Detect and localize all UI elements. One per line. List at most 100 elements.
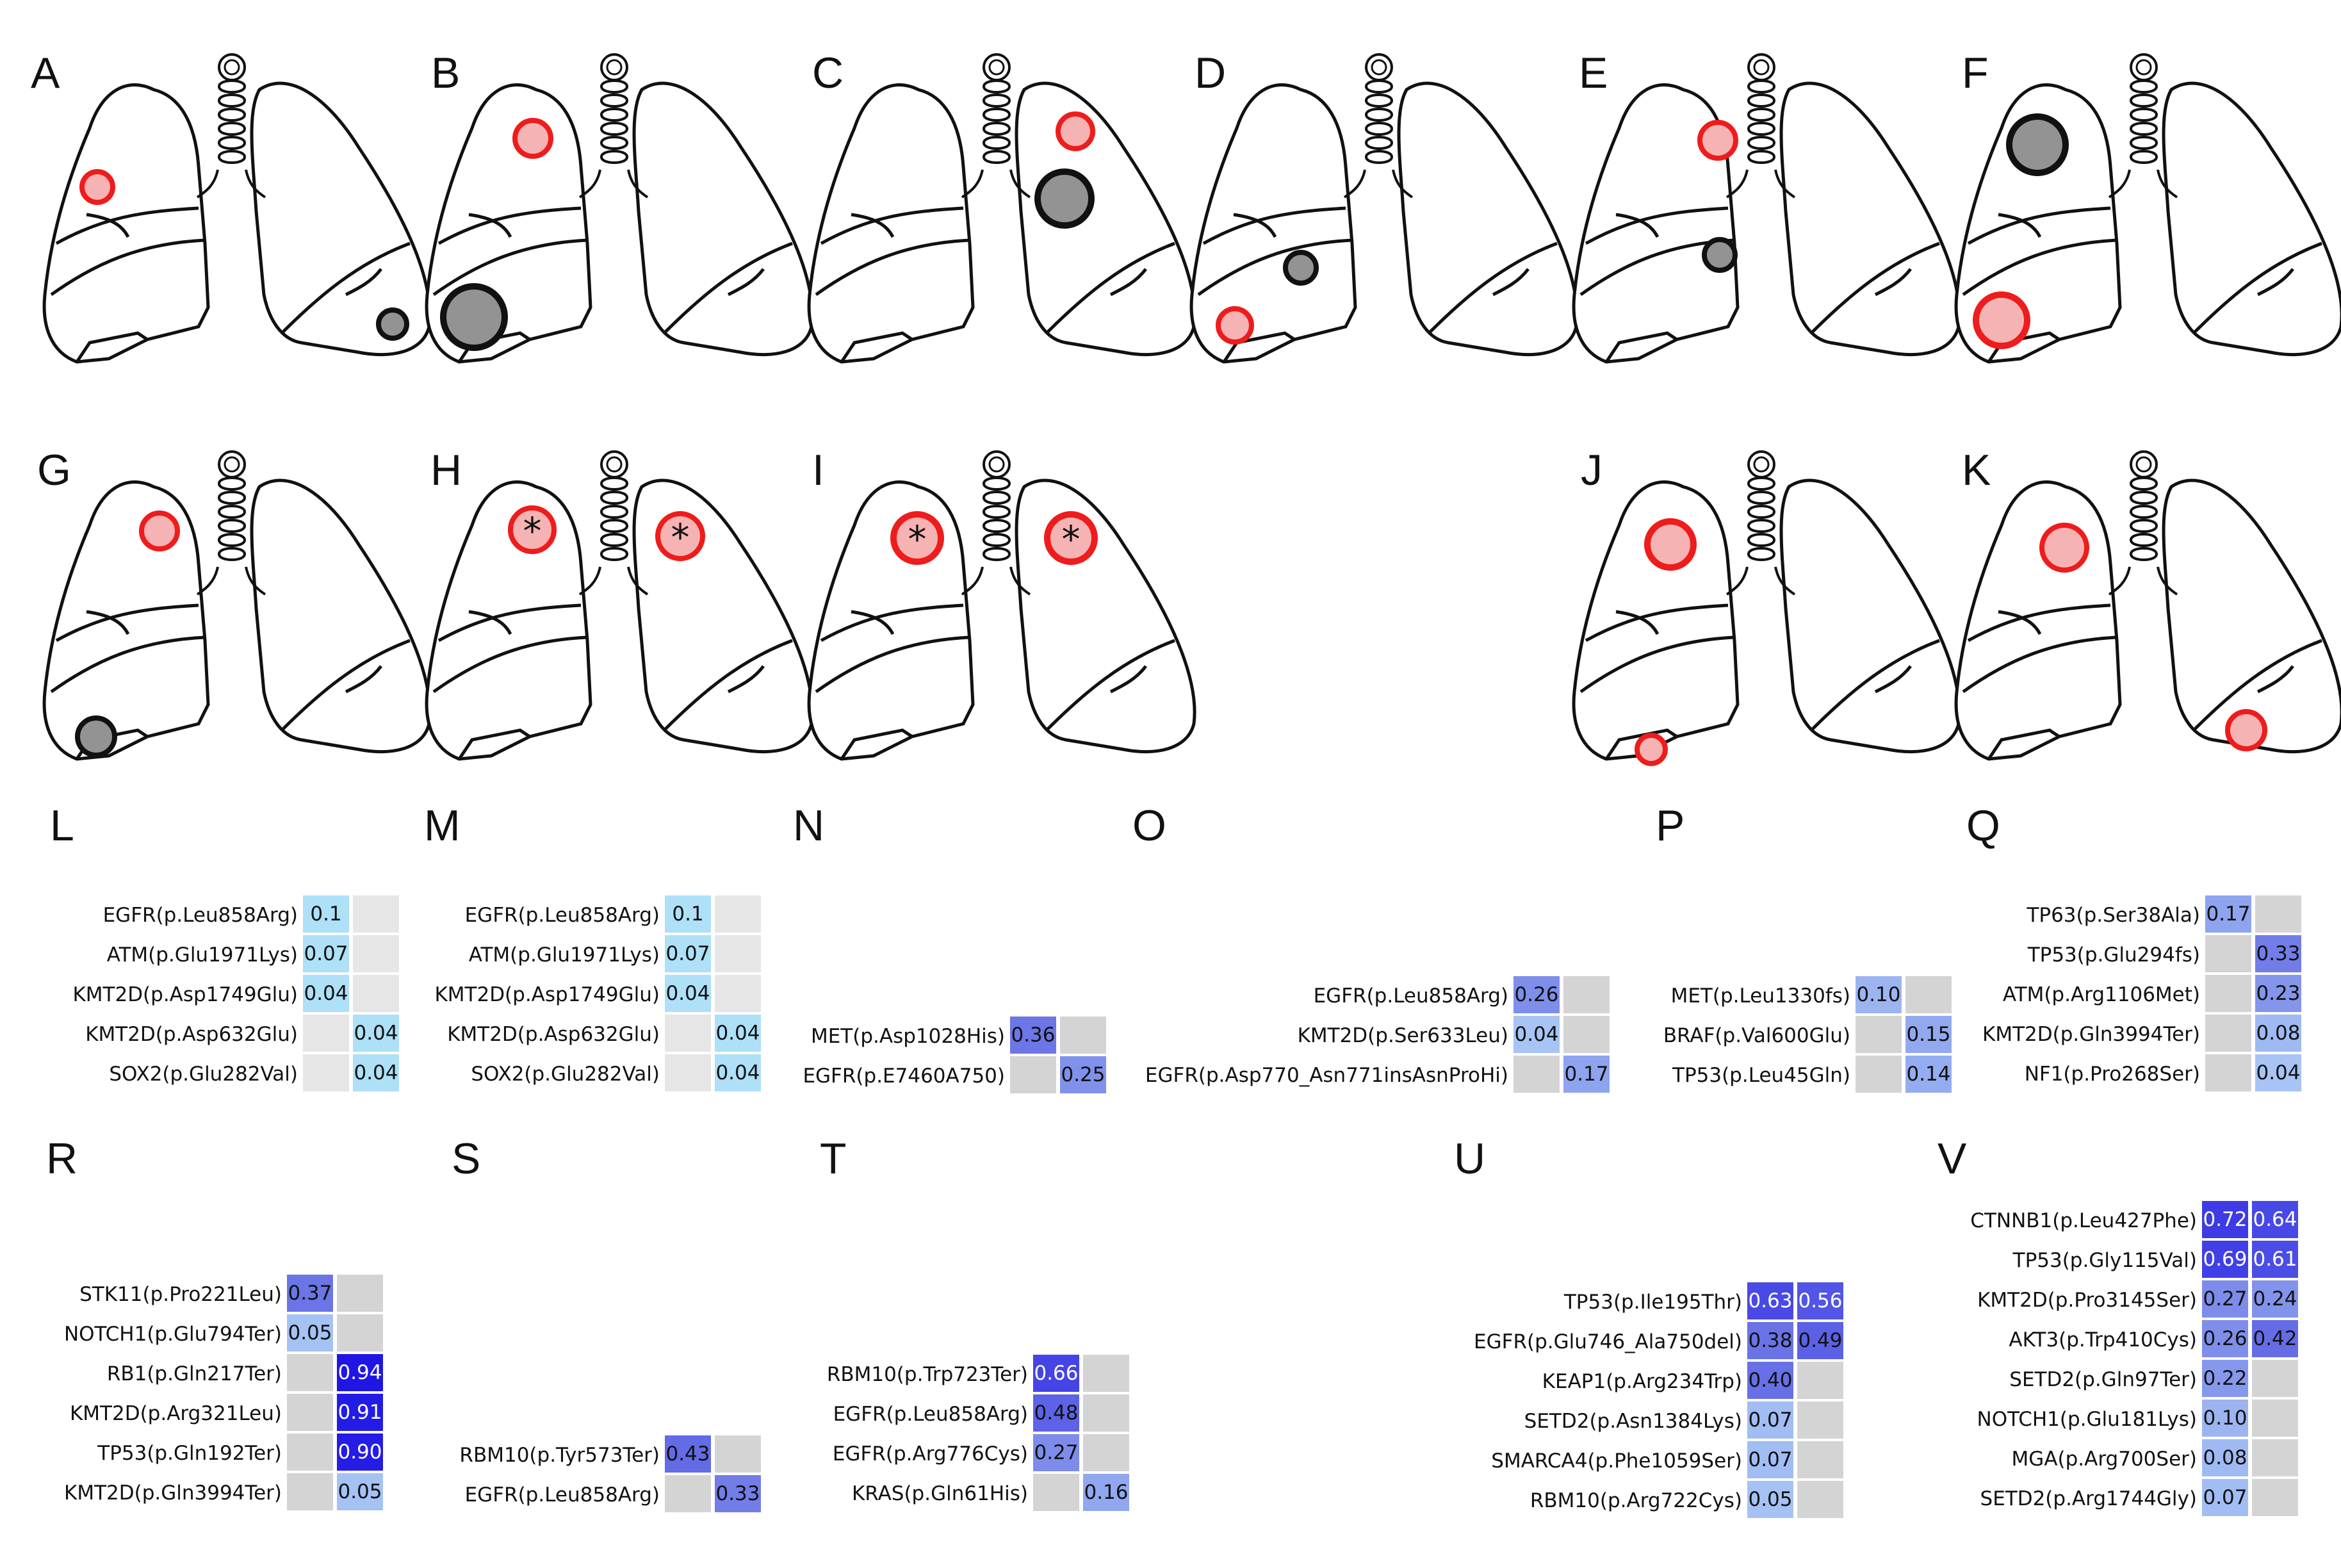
empty-cell	[303, 1054, 349, 1091]
mutation-label: NOTCH1(p.Glu181Lys)	[1977, 1408, 2197, 1431]
red-nodule	[1973, 291, 2030, 349]
empty-cell	[1010, 1056, 1056, 1093]
oblique-fissure-right	[1962, 635, 2117, 694]
heatmap-row: SETD2(p.Gln97Ter)	[0, 1360, 2197, 1400]
oblique-fissure-right	[815, 238, 970, 297]
oblique-fissure-left	[281, 639, 411, 731]
lung-diagrams: ****	[42, 53, 2341, 766]
heatmap-row: EGFR(p.Asp770_Asn771insAsnProHi)	[0, 1056, 1508, 1095]
mutation-label: EGFR(p.E7460A750)	[803, 1065, 1005, 1088]
mutation-label: RBM10(p.Tyr573Ter)	[459, 1444, 660, 1467]
lingula-line	[727, 665, 765, 694]
heatmap-row: KRAS(p.Gln61His)	[0, 1474, 1028, 1514]
trachea	[196, 450, 266, 596]
vaf-cell: 0.38	[1747, 1322, 1793, 1359]
vaf-cell: 0.72	[2202, 1201, 2248, 1238]
vaf-cell: 0.17	[2205, 895, 2251, 933]
panel-label-q: Q	[1966, 801, 2000, 850]
vaf-cell: 0.24	[2252, 1280, 2298, 1318]
mutation-label: KMT2D(p.Asp1749Glu)	[434, 983, 660, 1006]
vaf-cell: 0.25	[1060, 1056, 1106, 1093]
lower-lobe-base	[1604, 331, 1678, 363]
vaf-cell: 0.08	[2255, 1015, 2301, 1052]
red-nodule	[79, 169, 115, 205]
vaf-cell: 0.15	[1905, 1016, 1952, 1053]
horizontal-fissure	[820, 603, 964, 642]
heatmap-row: TP53(p.Gln192Ter)	[0, 1433, 282, 1473]
empty-cell	[1856, 1016, 1902, 1053]
mutation-label: ATM(p.Arg1106Met)	[2002, 983, 2200, 1006]
gray-nodule	[440, 283, 508, 351]
mutation-label: SETD2(p.Gln97Ter)	[2009, 1368, 2197, 1391]
vaf-cell: 0.69	[2202, 1241, 2248, 1278]
left-lung-outline	[1779, 81, 1961, 357]
empty-cell	[2205, 1015, 2251, 1052]
red-nodule	[2039, 523, 2089, 573]
mutation-label: RBM10(p.Arg722Cys)	[1529, 1489, 1742, 1512]
heatmap-row: RBM10(p.Trp723Ter)	[0, 1355, 1028, 1394]
mutation-label: MGA(p.Arg700Ser)	[2011, 1448, 2197, 1471]
mutation-label: EGFR(p.Leu858Arg)	[464, 1483, 660, 1507]
trachea	[2108, 53, 2178, 199]
gray-nodule	[1702, 237, 1738, 273]
heatmap-row: SMARCA4(p.Phe1059Ser)	[0, 1441, 1742, 1481]
right-lung-outline	[1954, 480, 2122, 761]
empty-cell	[353, 975, 399, 1012]
empty-cell	[1797, 1401, 1843, 1439]
panel-label-j: J	[1581, 446, 1603, 494]
heatmap-row: SETD2(p.Arg1744Gly)	[0, 1479, 2197, 1519]
fissure-hook	[1998, 610, 2042, 635]
heatmap-row: KMT2D(p.Gln3994Ter)	[0, 1473, 282, 1513]
empty-cell	[303, 1015, 349, 1052]
lingula-line	[1874, 268, 1912, 297]
vaf-cell: 0.1	[303, 895, 349, 933]
panel-label-p: P	[1656, 801, 1685, 850]
oblique-fissure-left	[663, 639, 793, 731]
horizontal-fissure	[1967, 603, 2111, 642]
trachea	[578, 53, 649, 199]
empty-cell	[2205, 975, 2251, 1012]
empty-cell	[1083, 1394, 1129, 1432]
horizontal-fissure	[437, 603, 582, 642]
empty-cell	[2252, 1439, 2298, 1476]
horizontal-fissure	[1202, 206, 1346, 245]
mutation-label: KMT2D(p.Pro3145Ser)	[1977, 1289, 2197, 1312]
mutation-label: EGFR(p.Leu858Arg)	[1313, 984, 1508, 1008]
heatmap-row: KMT2D(p.Ser633Leu)	[0, 1016, 1508, 1056]
vaf-cell: 0.10	[2202, 1400, 2248, 1437]
vaf-cell: 0.04	[715, 1054, 761, 1091]
lung-panel-b	[425, 53, 814, 364]
heatmap-row: EGFR(p.Glu746_Ala750del)	[0, 1322, 1742, 1362]
mutation-label: NOTCH1(p.Glu794Ter)	[63, 1323, 282, 1346]
mutation-label: ATM(p.Glu1971Lys)	[468, 943, 660, 967]
vaf-cell: 0.23	[2255, 975, 2301, 1012]
lung-panel-j	[1572, 450, 1961, 766]
lingula-line	[345, 665, 382, 694]
left-lung-outline	[1397, 81, 1579, 357]
horizontal-fissure	[55, 603, 199, 642]
heatmap-row: ATM(p.Arg1106Met)	[0, 975, 2200, 1015]
left-lung-outline	[1779, 478, 1961, 754]
vaf-cell: 0.42	[2252, 1320, 2298, 1357]
lung-panel-c	[807, 53, 1196, 364]
empty-cell	[665, 1054, 711, 1091]
lower-lobe-base	[457, 728, 531, 760]
mutation-label: MET(p.Asp1028His)	[811, 1025, 1005, 1048]
lingula-line	[727, 268, 765, 297]
vaf-cell: 0.64	[2252, 1201, 2298, 1238]
gray-nodule	[2006, 113, 2069, 176]
red-nodule	[655, 511, 705, 561]
empty-cell	[715, 1435, 761, 1473]
empty-cell	[715, 895, 761, 933]
gray-nodule	[75, 715, 117, 758]
lingula-line	[345, 268, 382, 297]
left-lung-outline	[250, 478, 432, 754]
vaf-cell: 0.07	[2202, 1479, 2248, 1516]
empty-cell	[2255, 895, 2301, 933]
heatmap-row: RB1(p.Gln217Ter)	[0, 1354, 282, 1394]
panel-label-g: G	[37, 446, 71, 494]
mutation-label: BRAF(p.Val600Glu)	[1663, 1024, 1850, 1047]
vaf-cell: 0.27	[2202, 1280, 2248, 1318]
heatmap-row: MGA(p.Arg700Ser)	[0, 1439, 2197, 1479]
mutation-label: SOX2(p.Glu282Val)	[109, 1063, 298, 1086]
